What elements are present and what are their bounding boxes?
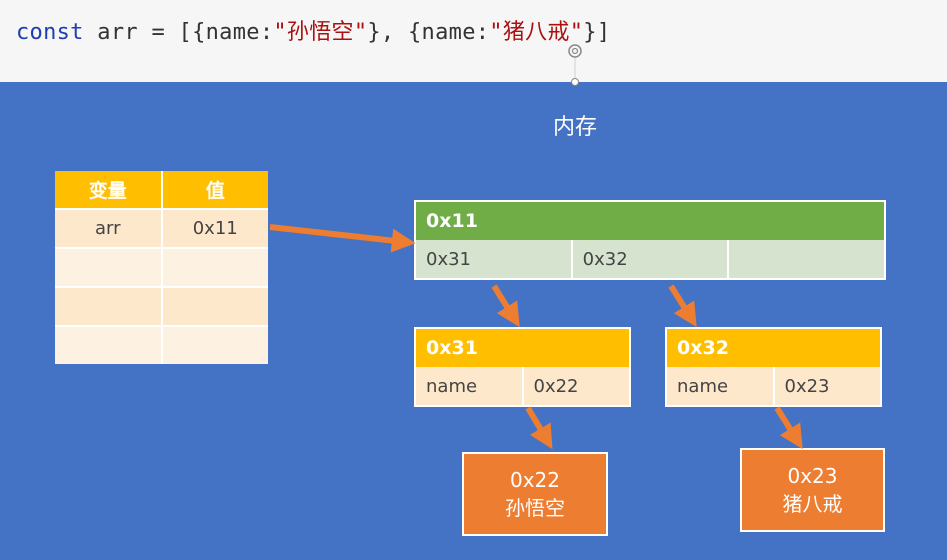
variable-name-cell [55,288,161,325]
code-string-1: "孙悟空" [273,20,368,45]
array-cell: 0x31 [426,248,472,270]
code-part-3: }] [583,20,611,45]
object-address: 0x32 [667,329,880,367]
code-bar: const arr = [{name:"孙悟空"}, {name:"猪八戒"}] [0,0,947,82]
code-keyword: const [16,20,84,45]
object-box-1: 0x31 name 0x22 [414,327,631,407]
object-key: name [426,375,478,397]
memory-title: 内存 [553,115,598,140]
object-body: name 0x23 [667,367,880,405]
variable-table: 变量 值 arr 0x11 [55,171,268,364]
variable-name-cell [55,327,161,364]
object-key: name [677,375,729,397]
code-part-2: }, {name: [367,20,490,45]
array-body: 0x31 0x32 [416,240,884,278]
variable-value-cell: 0x11 [160,210,268,247]
object-value: 0x22 [521,367,630,405]
variable-value-cell [160,327,268,364]
variable-table-header: 变量 值 [55,171,268,210]
string-box-2: 0x23 猪八戒 [740,448,885,532]
object-address: 0x31 [416,329,629,367]
string-address: 0x22 [509,468,560,492]
header-variable: 变量 [55,171,161,208]
string-box-1: 0x22 孙悟空 [462,452,608,536]
string-text: 猪八戒 [782,492,843,516]
table-row [55,327,268,364]
code-line: const arr = [{name:"孙悟空"}, {name:"猪八戒"}] [16,14,610,46]
arrow-0x23-to-string [774,406,803,450]
object-box-2: 0x32 name 0x23 [665,327,882,407]
variable-name-cell [55,249,161,286]
variable-value-cell [160,249,268,286]
mouse-cursor-icon [568,44,582,86]
variable-value-cell [160,288,268,325]
object-value: 0x23 [772,367,881,405]
table-row: arr 0x11 [55,210,268,249]
array-box: 0x11 0x31 0x32 [414,200,886,280]
code-part-1: arr = [{name: [83,20,274,45]
string-address: 0x23 [787,464,838,488]
array-address: 0x11 [416,202,884,240]
arrow-0x32-to-object [668,284,697,328]
variable-name-cell: arr [55,210,161,247]
header-value: 值 [160,171,268,208]
table-row [55,249,268,288]
table-row [55,288,268,327]
arrow-arr-to-array [269,224,416,253]
object-body: name 0x22 [416,367,629,405]
string-text: 孙悟空 [505,496,565,520]
array-cell [727,240,884,278]
arrow-0x31-to-object [491,284,520,328]
array-cell: 0x32 [570,240,728,278]
code-string-2: "猪八戒" [489,20,584,45]
arrow-0x22-to-string [525,406,553,450]
